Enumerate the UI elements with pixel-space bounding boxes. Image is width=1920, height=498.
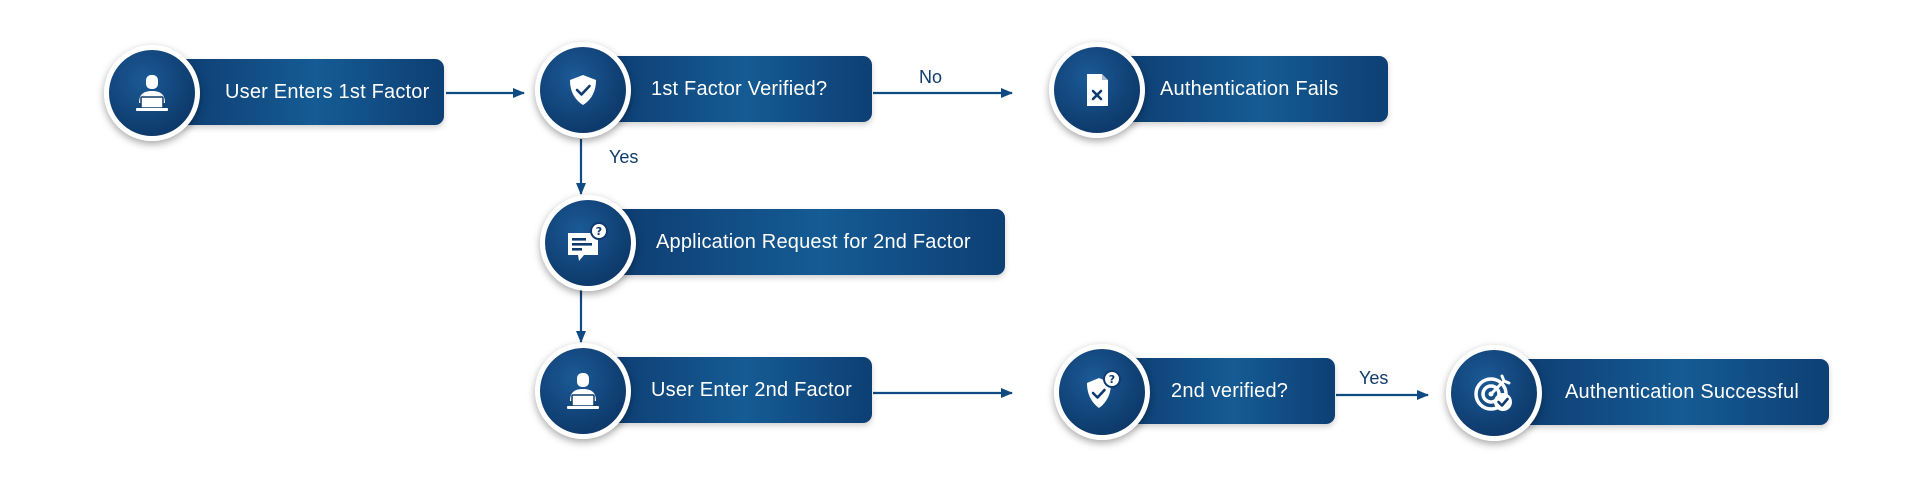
node-label: 2nd verified? xyxy=(1171,379,1289,402)
node-bar: Authentication Fails xyxy=(1104,56,1388,122)
node-bar: Authentication Successful xyxy=(1501,359,1829,425)
node-label: User Enters 1st Factor xyxy=(225,80,430,103)
node-1st-factor-verified[interactable]: 1st Factor Verified? xyxy=(535,42,872,138)
edge-label-no: No xyxy=(919,67,943,87)
user-laptop-icon xyxy=(535,343,631,439)
node-label: Authentication Fails xyxy=(1160,77,1339,100)
shield-check-icon xyxy=(535,42,631,138)
svg-text:?: ? xyxy=(1109,373,1115,386)
node-bar: User Enters 1st Factor xyxy=(159,59,444,125)
node-label: 1st Factor Verified? xyxy=(651,77,828,100)
node-bar: Application Request for 2nd Factor xyxy=(595,209,1005,275)
node-user-enters-1st-factor[interactable]: User Enters 1st Factor xyxy=(104,45,444,141)
node-bar: 2nd verified? xyxy=(1109,358,1335,424)
target-check-icon xyxy=(1446,345,1542,441)
node-authentication-fails[interactable]: Authentication Fails xyxy=(1049,42,1388,138)
file-x-icon xyxy=(1049,42,1145,138)
node-application-request-2nd-factor[interactable]: Application Request for 2nd Factor ? xyxy=(540,195,1005,291)
node-label: Authentication Successful xyxy=(1565,380,1800,403)
edge-label-yes-right: Yes xyxy=(1359,368,1389,388)
node-bar: User Enter 2nd Factor xyxy=(590,357,872,423)
node-2nd-verified[interactable]: 2nd verified? ? xyxy=(1054,344,1335,440)
shield-question-icon: ? xyxy=(1054,344,1150,440)
edge-label-yes-down: Yes xyxy=(609,147,639,167)
node-bar: 1st Factor Verified? xyxy=(590,56,872,122)
node-label: Application Request for 2nd Factor xyxy=(656,230,971,253)
message-question-icon: ? xyxy=(540,195,636,291)
svg-text:?: ? xyxy=(596,225,602,238)
node-label: User Enter 2nd Factor xyxy=(651,378,852,401)
user-laptop-icon xyxy=(104,45,200,141)
node-user-enter-2nd-factor[interactable]: User Enter 2nd Factor xyxy=(535,343,872,439)
node-authentication-successful[interactable]: Authentication Successful xyxy=(1446,345,1829,441)
